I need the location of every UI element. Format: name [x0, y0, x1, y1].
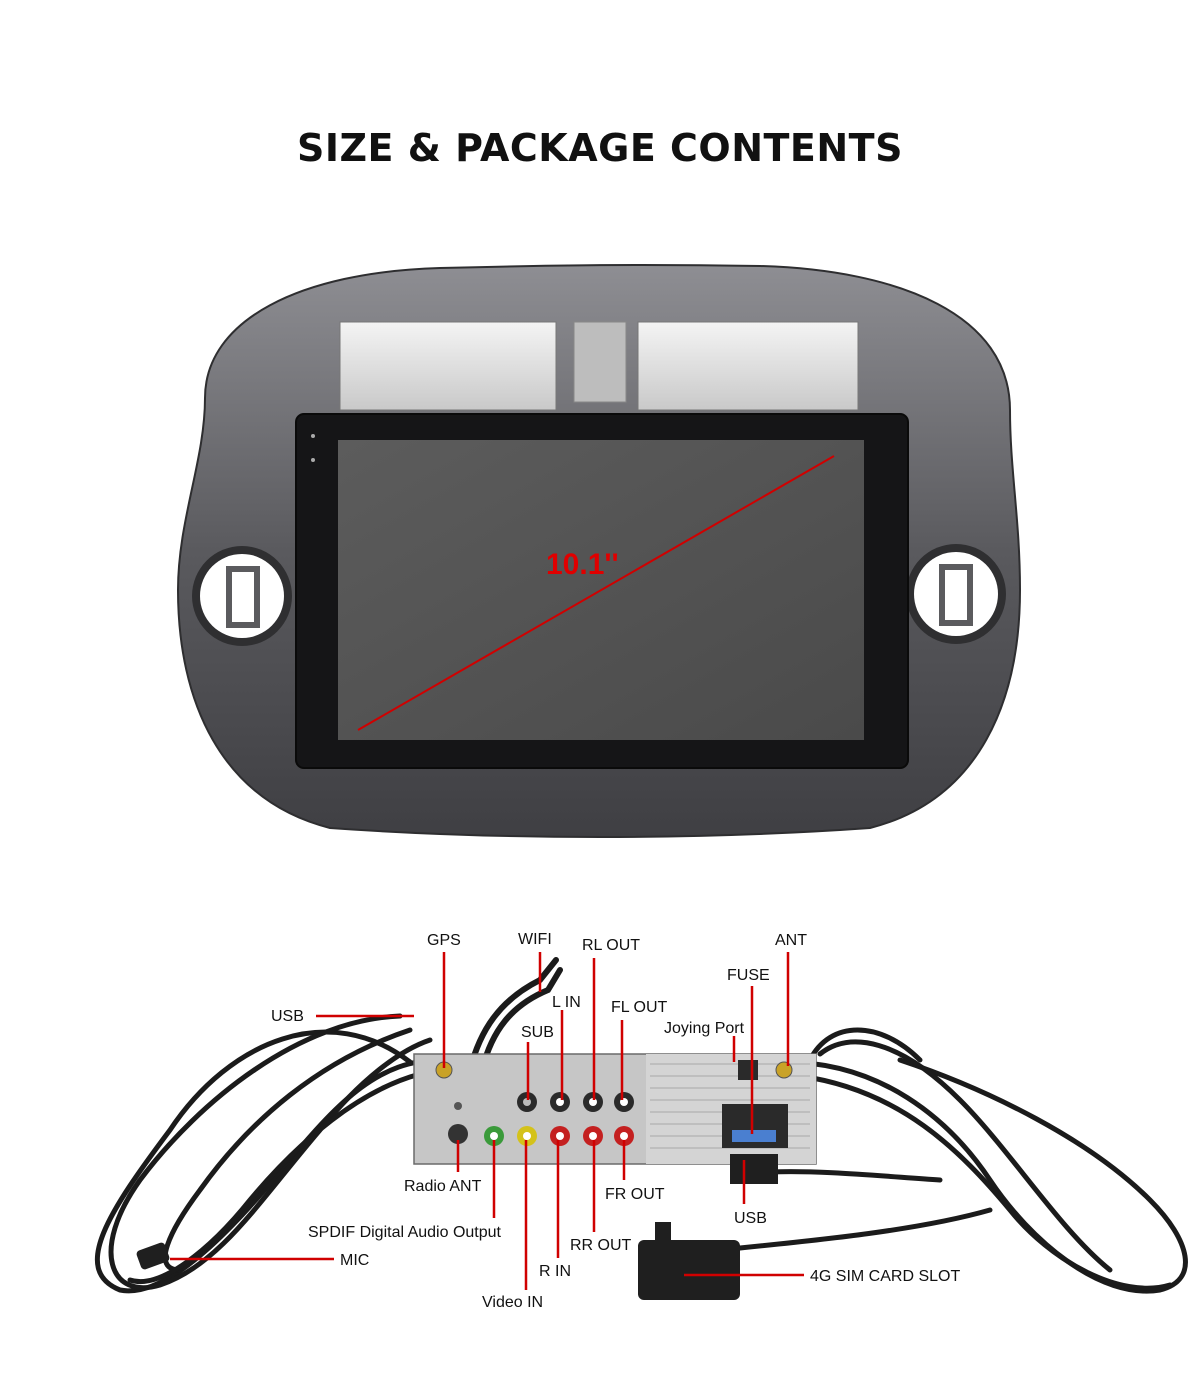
label-radio-ant: Radio ANT: [404, 1178, 482, 1195]
label-sim-slot: 4G SIM CARD SLOT: [810, 1268, 960, 1285]
mic-plug: [136, 1242, 170, 1270]
label-wifi: WIFI: [518, 931, 552, 948]
label-usb-right: USB: [734, 1210, 767, 1227]
label-l-in: L IN: [552, 994, 581, 1011]
label-ant: ANT: [775, 932, 807, 949]
label-r-in: R IN: [539, 1263, 571, 1280]
label-video-in: Video IN: [482, 1294, 543, 1311]
label-spdif: SPDIF Digital Audio Output: [308, 1224, 502, 1241]
rear-panel: [413, 1053, 817, 1184]
label-rl-out: RL OUT: [582, 937, 640, 954]
label-mic: MIC: [340, 1252, 369, 1269]
label-fuse: FUSE: [727, 967, 770, 984]
label-usb-left: USB: [271, 1008, 304, 1025]
label-fl-out: FL OUT: [611, 999, 668, 1016]
label-fr-out: FR OUT: [605, 1186, 665, 1203]
label-sub: SUB: [521, 1024, 554, 1041]
diagonal-size-line: [357, 455, 835, 731]
right-vent: [906, 544, 1006, 644]
label-joying-port: Joying Port: [664, 1020, 745, 1037]
label-gps: GPS: [427, 932, 461, 949]
callout-lines: [170, 952, 804, 1290]
left-vent: [192, 546, 292, 646]
label-rr-out: RR OUT: [570, 1237, 632, 1254]
screen-size-label: 10.1'': [546, 548, 619, 581]
page-title: SIZE & PACKAGE CONTENTS: [297, 126, 903, 170]
sim-card-box: [638, 1222, 740, 1300]
head-unit-screen: 10.1'': [295, 413, 909, 769]
